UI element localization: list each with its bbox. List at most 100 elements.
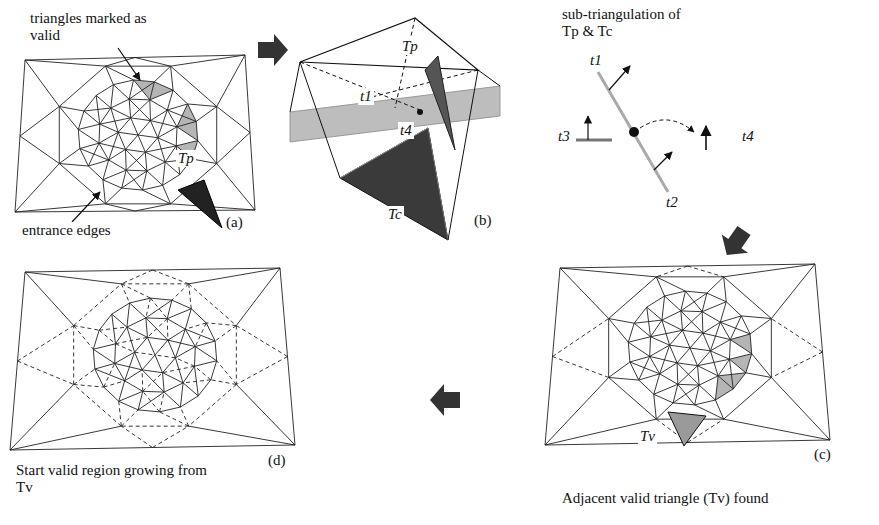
mesh-edge (726, 302, 741, 316)
triangle-label: t3 (556, 128, 572, 145)
mesh-edge (147, 337, 155, 355)
mesh-edge (78, 124, 99, 129)
mesh-edge (724, 277, 727, 302)
mesh-edge (109, 149, 126, 160)
mesh-edge (741, 316, 771, 319)
mesh-edge (150, 100, 168, 110)
mesh-edge (688, 266, 724, 277)
mesh-edge (15, 60, 25, 212)
mesh-edge (142, 190, 170, 204)
mesh-edge (138, 121, 150, 135)
mesh-edge (215, 326, 236, 341)
mesh-edge (25, 60, 59, 106)
mesh-edge (129, 99, 150, 101)
leader-line (72, 192, 100, 222)
mesh-edge (105, 66, 113, 85)
mesh-edge (682, 330, 690, 348)
mesh-edge (121, 284, 129, 303)
mesh-edge (176, 127, 178, 146)
mesh-edge (718, 376, 733, 389)
mesh-edge (194, 347, 196, 367)
mesh-edge (142, 370, 162, 373)
mesh-edge (715, 389, 733, 400)
mesh-edge (746, 354, 752, 373)
annotation: sub-triangulation of Tp & Tc (560, 6, 696, 40)
mesh-edge (121, 426, 152, 447)
mesh-edge (142, 370, 144, 391)
mesh-edge (175, 358, 183, 383)
mesh-edge (553, 357, 609, 378)
mesh-edge (195, 341, 215, 347)
mesh-edge (154, 82, 173, 90)
mesh-edge (189, 268, 280, 284)
mesh-illustration (10, 268, 295, 450)
mesh-edge (654, 384, 678, 394)
mesh-edge (103, 180, 105, 204)
mesh-edge (111, 108, 118, 132)
mesh-edge (118, 132, 125, 149)
mesh-edge (74, 384, 104, 387)
mesh-edge (217, 55, 245, 106)
mesh-edge (100, 124, 118, 132)
mesh-edge (99, 132, 118, 143)
mesh-edge (104, 363, 115, 387)
mesh-edge (639, 374, 660, 380)
mesh-edge (639, 356, 650, 380)
mesh-edge (59, 106, 78, 129)
mesh-edge (130, 303, 146, 318)
mesh-edge (142, 370, 164, 392)
mesh-edge (99, 143, 126, 149)
mesh-edge (194, 366, 198, 396)
mesh-edge (125, 149, 127, 170)
mesh-edge (628, 323, 634, 342)
mesh-edge (129, 99, 150, 121)
mesh-edge (189, 284, 192, 309)
triangle-label: t4 (740, 128, 756, 145)
mesh-edge (121, 284, 150, 298)
mesh-edge (153, 270, 189, 284)
mesh-edge (104, 381, 125, 387)
mesh-edge (25, 272, 121, 284)
mesh-edge (119, 391, 143, 401)
mesh-edge (724, 419, 830, 440)
mesh-edge (134, 80, 150, 100)
mesh-edge (634, 307, 647, 323)
mesh-edge (560, 268, 656, 277)
panel-label: (c) (812, 446, 833, 463)
mesh-edge (217, 133, 250, 164)
mesh-edge (681, 293, 707, 311)
mesh-edge (608, 319, 609, 378)
mesh-edge (702, 312, 720, 322)
mesh-edge (707, 293, 726, 302)
mesh-edge (545, 377, 609, 445)
mesh-edge (665, 291, 686, 296)
triangle-label: Tp (400, 38, 420, 55)
mesh-edge (703, 333, 711, 351)
mesh-edge (95, 363, 115, 369)
mesh-edge (750, 334, 752, 354)
mesh-edge (15, 210, 255, 212)
mesh-edge (115, 363, 125, 380)
mesh-edge (104, 387, 119, 401)
mesh-edge (131, 100, 150, 118)
mesh-edge (18, 326, 74, 361)
step-arrow (714, 221, 757, 264)
valid-region (715, 376, 733, 400)
mesh-edge (105, 66, 170, 67)
mesh-edge (167, 319, 169, 340)
mesh-edge (545, 419, 656, 445)
mesh-edge (74, 326, 94, 350)
mesh-edge (188, 104, 217, 107)
valid-region (177, 121, 198, 140)
mesh-edge (702, 312, 704, 333)
mesh-edge (195, 347, 216, 361)
valid-region (730, 334, 751, 354)
mesh-edge (560, 264, 815, 268)
mesh-edge (673, 385, 699, 403)
mesh-edge (98, 124, 100, 143)
mesh-edge (18, 361, 74, 384)
mesh-edge (699, 376, 718, 385)
mesh-edge (699, 385, 715, 400)
mesh-edge (720, 322, 730, 339)
